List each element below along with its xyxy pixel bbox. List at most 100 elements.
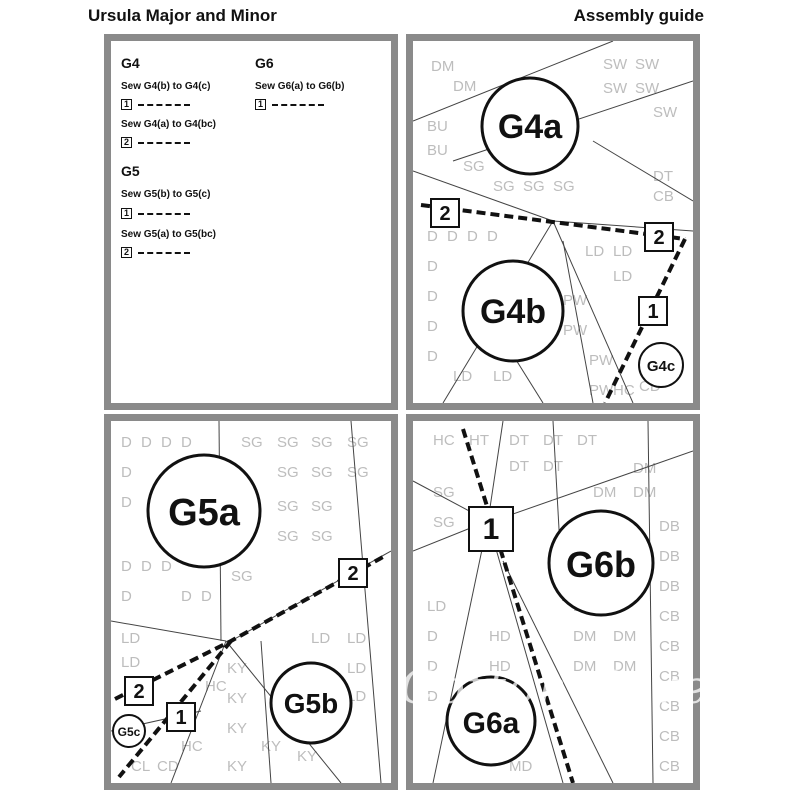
fabric-code: SG (277, 464, 299, 481)
legend-g5-step2-text: Sew G5(a) to G5(bc) (121, 229, 217, 240)
fabric-code: SG (433, 514, 455, 531)
fabric-code: DM (633, 484, 656, 501)
seam-marker-2: 2 (133, 681, 144, 703)
page-subtitle: Assembly guide (573, 6, 704, 25)
fabric-code: PW (589, 352, 614, 369)
seam-number-box: 2 (121, 247, 132, 258)
g6-diagram-panel: HC HT DT DT DT DT DT DM DM DM DM DM DM D… (406, 414, 700, 790)
seam-dash-line (138, 141, 190, 144)
fabric-code: SG (277, 528, 299, 545)
fabric-code: LD (121, 630, 140, 647)
seam-marker-2: 2 (347, 563, 358, 585)
fabric-code: HD (489, 658, 511, 675)
g5a-label: G5a (168, 492, 241, 534)
fabric-code: D (141, 434, 152, 451)
fabric-code: HC (433, 432, 455, 449)
fabric-code: D (427, 228, 438, 245)
fabric-code: D (427, 288, 438, 305)
fabric-code: SW (635, 56, 660, 73)
fabric-code: DB (659, 548, 680, 565)
watermark-logo: Cotton Cove (400, 660, 710, 714)
fabric-code: CB (659, 638, 680, 655)
fabric-code: D (121, 494, 132, 511)
fabric-code: D (201, 588, 212, 605)
fabric-code: SG (523, 178, 545, 195)
fabric-code: CD (157, 758, 179, 775)
g5-diagram-panel: D D D D D D D D D D D D SG SG SG SG SG S… (104, 414, 398, 790)
fabric-code: LD (493, 368, 512, 385)
fabric-code: CB (659, 758, 680, 775)
g4-diagram: DM DM SW SW SW SW SW BU BU SG SG SG SG D… (413, 41, 693, 403)
fabric-code: D (427, 688, 438, 705)
fabric-code: SG (231, 568, 253, 585)
g5b-label: G5b (284, 688, 338, 719)
fabric-code: DM (613, 658, 636, 675)
fabric-code: D (427, 628, 438, 645)
fabric-code: DM (431, 58, 454, 75)
fabric-code: CB (653, 188, 674, 205)
fabric-code: DM (633, 460, 656, 477)
fabric-code: KY (227, 720, 247, 737)
fabric-code: SG (277, 434, 299, 451)
fabric-code: DT (543, 432, 563, 449)
fabric-code: LD (347, 660, 366, 677)
seam-number-box: 1 (121, 208, 132, 219)
fabric-code: SG (553, 178, 575, 195)
fabric-code: DT (577, 432, 597, 449)
fabric-code: SG (347, 464, 369, 481)
fabric-code: D (121, 588, 132, 605)
seam-marker-1: 1 (175, 707, 186, 729)
fabric-code: DT (653, 168, 673, 185)
g4b-label: G4b (480, 293, 546, 331)
fabric-code: D (181, 434, 192, 451)
fabric-code: D (121, 558, 132, 575)
fabric-code: CL (131, 758, 150, 775)
fabric-code: SG (277, 498, 299, 515)
fabric-code: DB (659, 578, 680, 595)
legend-g5-step1-seam: 1 (121, 208, 190, 219)
g4a-label: G4a (498, 108, 563, 146)
fabric-code: DM (593, 484, 616, 501)
fabric-code: LD (613, 243, 632, 260)
seam-number-box: 1 (121, 99, 132, 110)
fabric-code: HC (613, 382, 635, 399)
fabric-code: D (467, 228, 478, 245)
fabric-code: KY (227, 758, 247, 775)
fabric-code: CB (659, 698, 680, 715)
fabric-code: CB (659, 728, 680, 745)
fabric-code: SG (311, 498, 333, 515)
seam-marker-1: 1 (647, 301, 658, 323)
fabric-code: SG (493, 178, 515, 195)
fabric-code: D (427, 658, 438, 675)
fabric-code: KY (297, 748, 317, 765)
g6b-label: G6b (566, 544, 636, 585)
legend-g4-step2-text: Sew G4(a) to G4(bc) (121, 119, 217, 130)
fabric-code: SW (603, 56, 628, 73)
fabric-code: DM (613, 628, 636, 645)
seam-number-box: 1 (255, 99, 266, 110)
legend-g5-step2-seam: 2 (121, 247, 190, 258)
legend-group-g6-title: G6 (255, 55, 274, 71)
fabric-code: DM (453, 78, 476, 95)
fabric-code: D (427, 318, 438, 335)
legend-g6-step1-text: Sew G6(a) to G6(b) (255, 81, 345, 92)
seam-dash-line (138, 103, 190, 106)
fabric-code: DT (509, 432, 529, 449)
fabric-code: LD (311, 630, 330, 647)
fabric-code: LD (427, 598, 446, 615)
g4c-label: G4c (647, 358, 675, 375)
fabric-code: LD (347, 630, 366, 647)
fabric-code: LD (585, 243, 604, 260)
seam-dash-line (272, 103, 324, 106)
fabric-code: HD (489, 628, 511, 645)
fabric-code: BU (427, 118, 448, 135)
seam-dash-line (138, 212, 190, 215)
fabric-code: SG (311, 434, 333, 451)
legend-g5-step1-text: Sew G5(b) to G5(c) (121, 189, 211, 200)
seam-marker-2: 2 (653, 227, 664, 249)
fabric-code: MD (509, 758, 532, 775)
page-title: Ursula Major and Minor (88, 6, 277, 25)
fabric-code: CB (659, 608, 680, 625)
g5c-label: G5c (118, 725, 141, 739)
fabric-code: SG (311, 528, 333, 545)
